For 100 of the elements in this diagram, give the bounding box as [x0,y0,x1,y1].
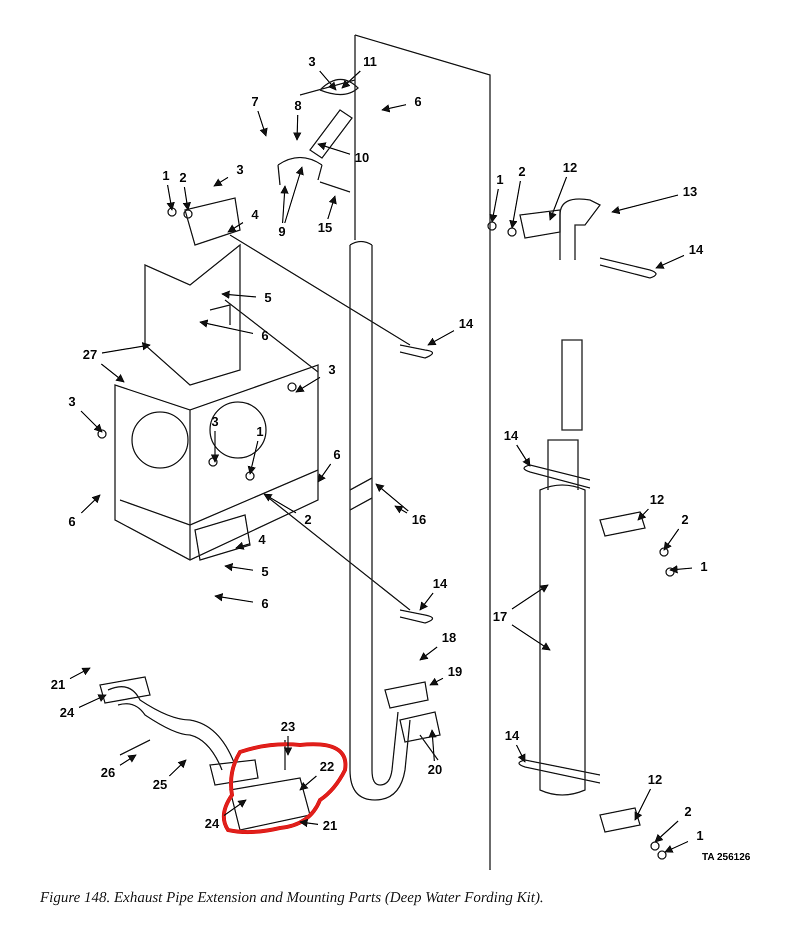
leader-line [427,330,454,346]
leader-line [669,565,692,574]
leader-line [327,195,337,220]
leader-line [420,592,434,611]
leader-line [295,376,320,393]
leader-line [634,788,652,821]
leader-line [516,744,526,763]
callout-number: 21 [319,818,341,834]
leader-line [512,624,551,650]
callout-number: 16 [408,512,430,528]
leader-line [120,754,137,766]
callout-number: 1 [489,172,511,188]
leader-line [100,364,125,383]
leader-line [213,176,228,187]
callout-number: 4 [251,532,273,548]
leader-line [168,759,187,776]
callout-number: 9 [271,224,293,240]
leader-line [293,114,302,141]
callout-number: 17 [489,609,511,625]
callout-number: 12 [559,160,581,176]
callout-number: 3 [229,162,251,178]
leader-line [182,186,191,211]
callout-number: 11 [359,54,381,70]
callout-number: 21 [47,677,69,693]
callout-number: 6 [61,514,83,530]
leader-line [299,776,317,791]
callout-number: 3 [301,54,323,70]
leader-line [224,800,247,816]
callout-number: 2 [297,512,319,528]
leader-line [221,290,256,299]
callout-number: 26 [97,765,119,781]
callout-number: 14 [429,576,451,592]
leader-line [263,493,296,514]
figure-caption: Figure 148. Exhaust Pipe Extension and Mounting Parts (Deep Water Fording Kit). [40,890,545,907]
callout-number: 2 [674,512,696,528]
leader-line [102,342,151,354]
leader-line [166,184,175,211]
leader-line [548,176,568,221]
callout-number: 23 [277,719,299,735]
leader-line [512,584,549,610]
callout-number: 5 [254,564,276,580]
callout-number: 1 [693,559,715,575]
callout-number: 20 [424,762,446,778]
leader-line [654,820,678,843]
callout-number: 14 [501,728,523,744]
leader-line [235,542,250,550]
callout-number: 6 [254,328,276,344]
callout-number: 19 [444,664,466,680]
leader-line [637,508,649,521]
leader-line [429,678,444,686]
callout-number: 14 [685,242,707,258]
leader-line [257,110,268,137]
leader-line [299,818,318,828]
leader-line [319,70,337,91]
callout-number: 27 [79,347,101,363]
callout-number: 6 [254,596,276,612]
leader-line [80,410,103,433]
leader-line [214,593,254,603]
callout-number: 3 [204,414,226,430]
callout-number: 1 [689,828,711,844]
callout-number: 13 [679,184,701,200]
leader-line [318,464,332,483]
leader-line [70,667,91,680]
leader-line [341,70,361,89]
leader-line [224,562,254,572]
leader-line [516,444,530,467]
leader-line [317,142,350,155]
leader-line [284,166,304,224]
leader-line [284,736,292,756]
callout-number: 24 [56,705,78,721]
leader-line [381,104,406,112]
leader-line [655,254,684,269]
callout-number: 25 [149,777,171,793]
callout-number: 10 [351,150,373,166]
leader-line [80,494,101,514]
callout-number: 3 [61,394,83,410]
leader-line [227,222,244,232]
callout-number: 6 [326,447,348,463]
drawing-number: TA 256126 [702,852,750,863]
leader-line [210,431,220,463]
leader-line [419,646,438,660]
callout-number: 2 [677,804,699,820]
leader-line [428,729,437,762]
callout-number: 8 [287,98,309,114]
callout-number: 22 [316,759,338,775]
leader-line [664,528,680,551]
callout-number: 1 [249,424,271,440]
leader-line [509,180,521,229]
callout-number: 5 [257,290,279,306]
leader-line [78,694,107,708]
leader-line [664,840,688,853]
leader-line [375,483,409,512]
leader-line [199,319,254,334]
callout-number: 7 [244,94,266,110]
callout-number: 24 [201,816,223,832]
callout-number: 3 [321,362,343,378]
leader-line [489,188,499,223]
callout-number: 4 [244,207,266,223]
callout-number: 12 [644,772,666,788]
callout-number: 15 [314,220,336,236]
